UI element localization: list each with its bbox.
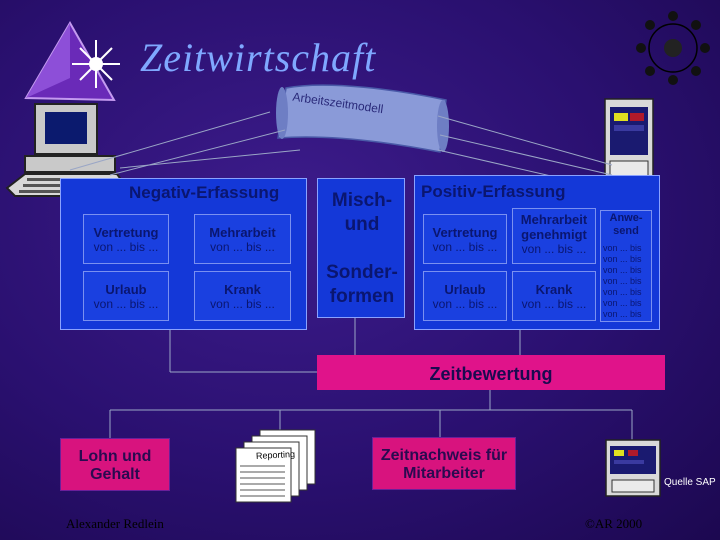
banner-scroll-icon	[276, 84, 449, 153]
lohn-label: Lohn und Gehalt	[78, 448, 152, 483]
star-logo-icon	[24, 21, 120, 102]
reporting-label: Reporting	[255, 448, 296, 462]
negativ-title: Negativ-Erfassung	[129, 183, 280, 202]
cell-sub: von ... bis ...	[93, 240, 159, 254]
positiv-cell-anwesend: Anwe-send von ... bis von ... bis von ..…	[600, 210, 652, 322]
cell-label: Krank	[535, 282, 573, 297]
positiv-erfassung-box: Positiv-Erfassung Vertretung von ... bis…	[414, 175, 660, 330]
positiv-cell-urlaub: Urlaub von ... bis ...	[423, 271, 507, 321]
cell-label: Vertretung	[432, 225, 498, 240]
misch-line: formen	[329, 286, 395, 307]
zeitbewertung-bar: Zeitbewertung	[317, 355, 665, 390]
cell-label: Mehrarbeit	[209, 225, 276, 240]
cell-sub: von ... bis ...	[521, 242, 587, 256]
cell-sub: von ... bis ...	[210, 297, 275, 311]
anwesend-row: von ... bis	[603, 298, 642, 308]
positiv-cell-krank: Krank von ... bis ...	[512, 271, 596, 321]
cell-sub: von ... bis ...	[521, 297, 587, 311]
reporting-documents-icon	[235, 429, 316, 503]
negativ-cell-mehrarbeit: Mehrarbeit von ... bis ...	[194, 214, 291, 264]
positiv-title: Positiv-Erfassung	[421, 182, 566, 201]
copyright-label: ©AR 2000	[585, 516, 643, 531]
source-label: Quelle SAP	[664, 477, 716, 488]
zeitnachweis-box: Zeitnachweis für Mitarbeiter	[372, 437, 516, 490]
anwesend-row: von ... bis	[603, 276, 642, 286]
sap-wheel-icon	[636, 11, 710, 85]
misch-line: Sonder-	[326, 262, 398, 283]
page-title: Zeitwirtschaft	[140, 35, 377, 80]
lohn-gehalt-box: Lohn und Gehalt	[60, 438, 170, 491]
cell-label: Urlaub	[105, 282, 147, 297]
anwesend-label: Anwe-send	[609, 212, 643, 237]
author-label: Alexander Redlein	[66, 516, 164, 531]
terminal-icon	[605, 439, 661, 497]
negativ-cell-krank: Krank von ... bis ...	[194, 271, 291, 321]
cell-label: Krank	[224, 282, 261, 297]
positiv-cell-vertretung: Vertretung von ... bis ...	[423, 214, 507, 264]
cell-label: Vertretung	[93, 225, 159, 240]
anwesend-rows: von ... bis von ... bis von ... bis von …	[603, 243, 642, 320]
cell-label: Mehrarbeit genehmigt	[520, 212, 588, 242]
positiv-cell-mehrarbeit: Mehrarbeit genehmigt von ... bis ...	[512, 208, 596, 264]
anwesend-row: von ... bis	[603, 265, 642, 275]
cell-sub: von ... bis ...	[432, 297, 498, 311]
negativ-cell-urlaub: Urlaub von ... bis ...	[83, 271, 169, 321]
anwesend-row: von ... bis	[603, 287, 642, 297]
negativ-erfassung-box: Negativ-Erfassung Vertretung von ... bis…	[60, 178, 307, 330]
anwesend-row: von ... bis	[603, 243, 642, 253]
misch-line: Misch-	[331, 190, 393, 211]
cell-label: Urlaub	[444, 282, 486, 297]
misch-text: Misch- und Sonder- formen	[318, 189, 406, 309]
cell-sub: von ... bis ...	[210, 240, 275, 254]
negativ-cell-vertretung: Vertretung von ... bis ...	[83, 214, 169, 264]
anwesend-row: von ... bis	[603, 254, 642, 264]
anwesend-row: von ... bis	[603, 309, 642, 319]
cell-sub: von ... bis ...	[93, 297, 159, 311]
zeitnachweis-label: Zeitnachweis für Mitarbeiter	[380, 447, 508, 482]
cell-sub: von ... bis ...	[432, 240, 498, 254]
misch-line: und	[344, 214, 380, 235]
misch-box: Misch- und Sonder- formen	[317, 178, 405, 318]
